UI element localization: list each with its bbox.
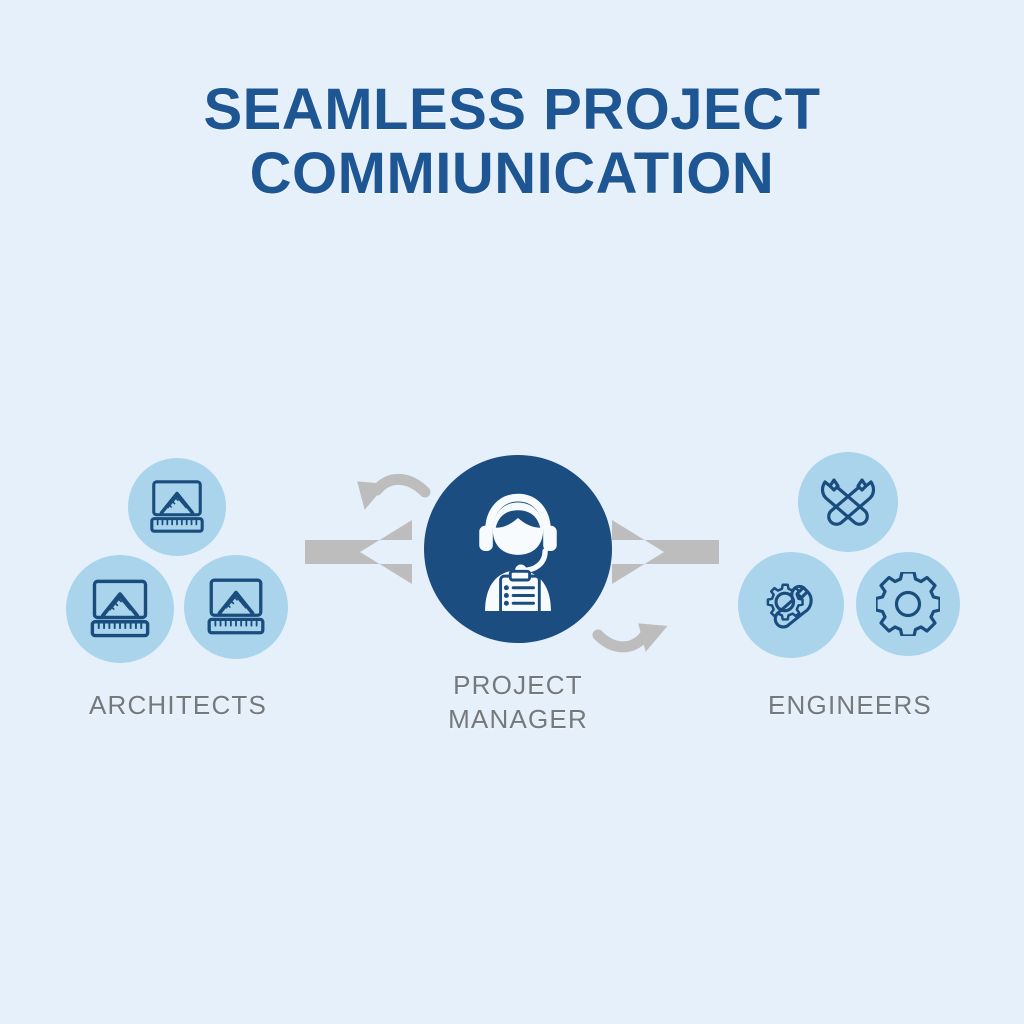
project-manager-label-line-1: PROJECT <box>453 670 583 700</box>
arrow-right-curved <box>592 623 668 653</box>
headset-operator-clipboard-icon <box>456 487 580 611</box>
project-manager-label-line-2: MANAGER <box>448 704 588 734</box>
gear-icon <box>876 572 940 636</box>
engineer-icon-circle-bottom-right[interactable] <box>856 552 960 656</box>
crossed-wrenches-icon <box>816 470 880 534</box>
arrow-left-straight <box>305 520 412 584</box>
arrow-right-straight <box>612 520 719 584</box>
engineers-label: ENGINEERS <box>700 688 1000 722</box>
communication-diagram: ARCHITECTS <box>0 430 1024 790</box>
drafting-ruler-icon <box>203 574 269 640</box>
architects-label: ARCHITECTS <box>28 688 328 722</box>
page-title-line-1: SEAMLESS PROJECT <box>203 77 821 142</box>
arrow-left-curved <box>357 473 431 510</box>
drafting-ruler-icon <box>86 575 154 643</box>
page-title: SEAMLESS PROJECT COMMIUNICATION <box>0 78 1024 206</box>
engineer-icon-circle-top[interactable] <box>798 452 898 552</box>
page-title-line-2: COMMIUNICATION <box>249 141 775 206</box>
architects-label-text: ARCHITECTS <box>88 690 268 720</box>
project-manager-circle[interactable] <box>424 455 612 643</box>
engineer-icon-circle-bottom-left[interactable] <box>738 552 844 658</box>
architect-icon-circle-top[interactable] <box>128 458 226 556</box>
architect-icon-circle-bottom-right[interactable] <box>184 555 288 659</box>
drafting-ruler-icon <box>146 476 208 538</box>
gear-wrench-icon <box>758 572 824 638</box>
architect-icon-circle-bottom-left[interactable] <box>66 555 174 663</box>
project-manager-label: PROJECT MANAGER <box>368 668 668 736</box>
engineers-label-text: ENGINEERS <box>768 690 932 720</box>
